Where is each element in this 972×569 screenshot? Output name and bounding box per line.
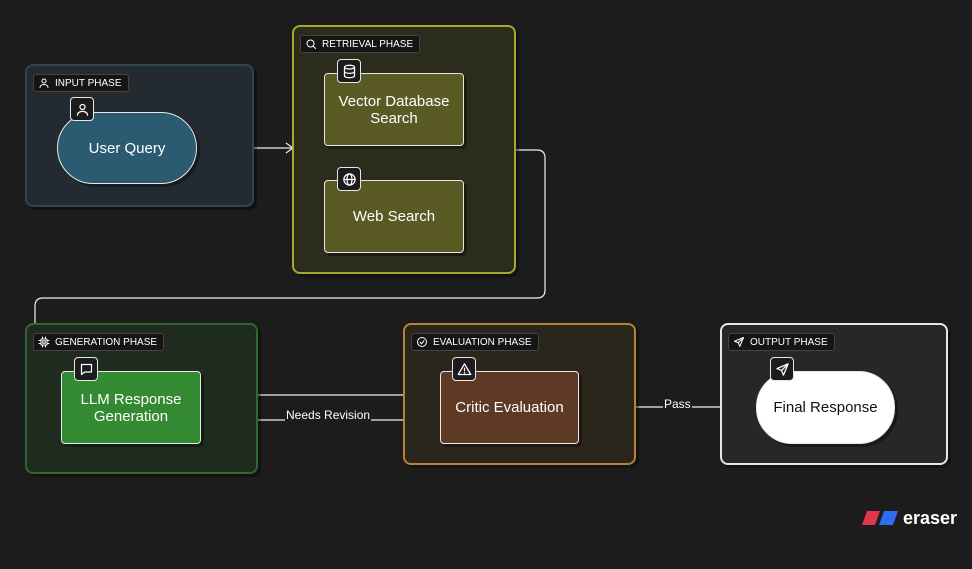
critic-icon-badge [452, 357, 476, 381]
globe-icon [342, 172, 356, 186]
pass-edge-label: Pass [663, 397, 692, 411]
needs-revision-edge-label: Needs Revision [285, 408, 372, 422]
web-search-label: Web Search [352, 208, 436, 225]
critic-evaluation-node[interactable]: Critic Evaluation [440, 371, 579, 444]
llm-icon-badge [74, 357, 98, 381]
retrieval-phase-title: RETRIEVAL PHASE [322, 38, 414, 50]
web-search-node[interactable]: Web Search [324, 180, 464, 253]
user-query-node[interactable]: User Query [57, 112, 197, 184]
final-response-icon-badge [770, 357, 794, 381]
output-phase-title: OUTPUT PHASE [750, 336, 828, 348]
send-icon [775, 362, 789, 376]
user-query-label: User Query [88, 139, 166, 157]
evaluation-phase-title: EVALUATION PHASE [433, 336, 532, 348]
database-icon [343, 64, 355, 78]
llm-response-generation-node[interactable]: LLM Response Generation [61, 371, 201, 444]
llm-response-generation-label: LLM Response Generation [80, 390, 182, 425]
eraser-logo-icon [862, 511, 898, 525]
user-icon [76, 103, 88, 116]
critic-evaluation-label: Critic Evaluation [455, 399, 564, 416]
search-icon [306, 39, 316, 49]
eraser-wordmark: eraser [903, 507, 958, 528]
check-circle-icon [417, 337, 427, 347]
send-icon [734, 337, 744, 347]
vector-database-search-node[interactable]: Vector Database Search [324, 73, 464, 146]
vector-search-icon-badge [337, 59, 361, 83]
eraser-watermark: eraser [862, 508, 957, 528]
input-phase-title: INPUT PHASE [55, 77, 122, 89]
retrieval-phase-label: RETRIEVAL PHASE [300, 35, 421, 53]
final-response-node[interactable]: Final Response [756, 371, 895, 444]
input-phase-label: INPUT PHASE [33, 74, 129, 92]
output-phase-label: OUTPUT PHASE [728, 333, 835, 351]
cpu-icon [38, 336, 50, 348]
generation-phase-label: GENERATION PHASE [33, 333, 165, 351]
user-icon [39, 78, 49, 88]
vector-database-search-label: Vector Database Search [338, 92, 450, 127]
alert-triangle-icon [457, 362, 471, 375]
message-square-icon [80, 363, 92, 375]
final-response-label: Final Response [773, 399, 878, 416]
generation-phase-title: GENERATION PHASE [55, 336, 158, 348]
web-search-icon-badge [337, 167, 361, 191]
evaluation-phase-label: EVALUATION PHASE [411, 333, 539, 351]
user-query-icon-badge [70, 97, 94, 121]
